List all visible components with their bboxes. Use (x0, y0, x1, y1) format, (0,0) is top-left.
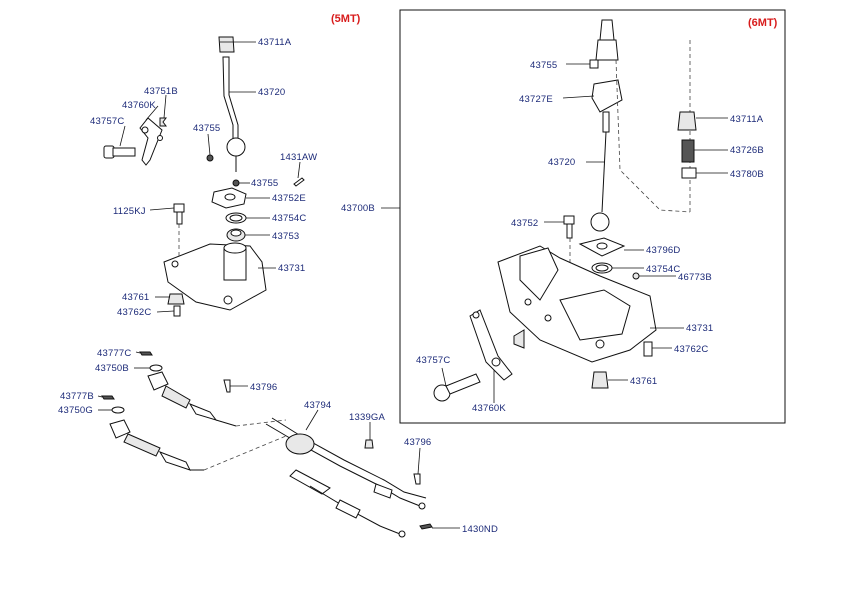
grommet-1339ga (364, 422, 374, 449)
nut-46773b (632, 272, 676, 280)
label-43761-left: 43761 (122, 292, 149, 303)
label-43777b: 43777B (60, 391, 94, 402)
label-43752-right: 43752 (511, 218, 538, 229)
spring-right-small (513, 329, 525, 349)
label-43754c-right: 43754C (646, 264, 680, 275)
housing-43731-right (497, 245, 684, 363)
label-43761-right: 43761 (630, 376, 657, 387)
shift-arm-43760k-right (469, 309, 513, 403)
washer-43750g (98, 406, 125, 414)
label-43754c-left: 43754C (272, 213, 306, 224)
socket-43727e (562, 95, 595, 99)
spring-43751b (159, 94, 167, 127)
label-43750b: 43750B (95, 363, 129, 374)
cable-upper-left (147, 371, 287, 427)
label-1431aw: 1431AW (280, 152, 317, 163)
clip-43777c (135, 351, 153, 356)
title-5mt: (5MT) (331, 13, 361, 25)
label-43700b: 43700B (341, 203, 375, 214)
label-43720-right: 43720 (548, 157, 575, 168)
washer-43750b (134, 364, 163, 372)
cable-assembly-43794 (265, 409, 427, 538)
label-43757c-left: 43757C (90, 116, 124, 127)
nut-43780b (681, 167, 728, 179)
housing-43731-left (163, 224, 276, 311)
label-43760k-right: 43760K (472, 403, 506, 414)
label-46773b: 46773B (678, 272, 712, 283)
clip-43796-right (413, 447, 421, 485)
label-43757c-right: 43757C (416, 355, 450, 366)
6mt-frame (399, 9, 786, 424)
shift-arm-43760k-left (139, 105, 163, 166)
plate-43796d (578, 237, 644, 257)
clip-43796-left (223, 379, 248, 393)
label-1430nd: 1430ND (462, 524, 498, 535)
clip-1431aw (293, 161, 305, 187)
label-43796-right: 43796 (404, 437, 431, 448)
bolt-43757c-left (103, 125, 136, 159)
ring-43754c-right (591, 262, 644, 274)
label-43760k-left: 43760K (122, 100, 156, 111)
label-43780b: 43780B (730, 169, 764, 180)
pin-43755-left1 (206, 133, 214, 162)
label-43796-left: 43796 (250, 382, 277, 393)
label-43750g: 43750G (58, 405, 93, 416)
label-43777c: 43777C (97, 348, 131, 359)
label-43731-left: 43731 (278, 263, 305, 274)
label-43796d: 43796D (646, 245, 680, 256)
shift-lever-43720-right (586, 19, 691, 232)
bushing-43753 (226, 228, 270, 242)
knob-43711a-right (677, 111, 728, 131)
bush-43761-right (591, 371, 628, 389)
label-43731-right: 43731 (686, 323, 713, 334)
label-43755-left2: 43755 (251, 178, 278, 189)
label-43762c-left: 43762C (117, 307, 151, 318)
label-1125kj: 1125KJ (113, 206, 146, 217)
label-43726b: 43726B (730, 145, 764, 156)
label-43762c-right: 43762C (674, 344, 708, 355)
knob-43711a-left (218, 36, 256, 53)
label-43755-left1: 43755 (193, 123, 220, 134)
title-6mt: (6MT) (748, 17, 778, 29)
shift-lever-43720-left (222, 56, 256, 172)
ring-43754c-left (225, 212, 270, 224)
label-43720-left: 43720 (258, 87, 285, 98)
label-1339ga: 1339GA (349, 412, 386, 423)
label-43752e: 43752E (272, 193, 306, 204)
bolt-43757c-right (433, 367, 481, 402)
label-43753: 43753 (272, 231, 299, 242)
bolt-1125kj (149, 203, 185, 225)
pin-43762c-left (156, 305, 181, 317)
bush-43761-left (155, 293, 185, 305)
label-43751b: 43751B (144, 86, 178, 97)
label-43755-right: 43755 (530, 60, 557, 71)
label-43794: 43794 (304, 400, 331, 411)
bush-43755-right (566, 59, 599, 69)
cable-lower-left (109, 419, 287, 471)
bracket-43752e (211, 187, 270, 209)
pin-43762c-right (643, 341, 672, 357)
bolt-43752-right (544, 215, 575, 264)
label-43711a-left: 43711A (258, 37, 292, 48)
clip-1430nd (419, 523, 460, 530)
label-43711a-right: 43711A (730, 114, 764, 125)
clip-43777b (97, 395, 115, 400)
label-43727e: 43727E (519, 94, 553, 105)
spring-43726b (681, 139, 728, 163)
pin-43755-left2 (232, 179, 250, 187)
